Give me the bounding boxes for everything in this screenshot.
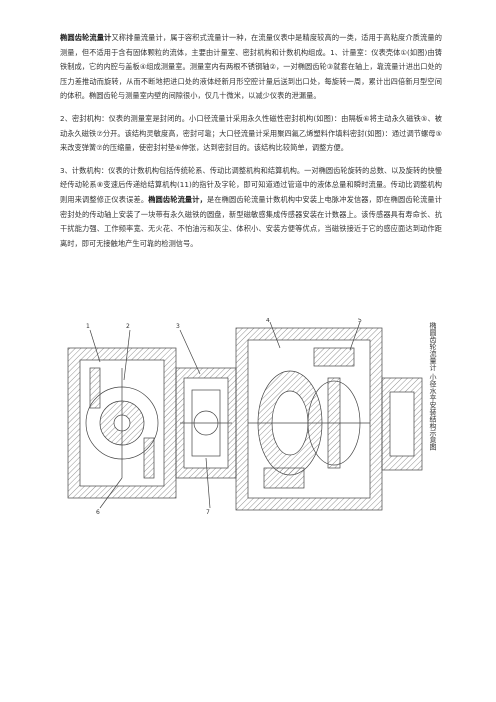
paragraph-3: 3、计数机构：仪表的计数机构包括传统轮系、传动比调整机构和结算机构。一对椭圆齿轮… [60, 164, 442, 252]
figure-label: 5 [358, 318, 362, 324]
paragraph-3-bold: 椭圆齿轮流量计， [148, 194, 207, 204]
term-lead: 椭圆齿轮流量计 [60, 33, 112, 42]
figure-label: 6 [96, 509, 100, 514]
paragraph-2-text: 2、密封机构：仪表的测量室是封闭的。小口径流量计采用永久性磁性密封机构(如图)：… [60, 113, 442, 153]
figure-label: 4 [266, 318, 270, 324]
flowmeter-cross-section-figure: 1 2 3 4 5 6 7 [67, 318, 423, 514]
paragraph-1: 椭圆齿轮流量计又称排量流量计，属于容积式流量计一种，在流量仪表中是精度较高的一类… [60, 31, 442, 104]
paragraph-2: 2、密封机构：仪表的测量室是封闭的。小口径流量计采用永久性磁性密封机构(如图)：… [60, 112, 442, 156]
figure-caption-text: 椭圆齿轮流量计 小径水平安装结构示意图 [429, 321, 437, 451]
body-text: 椭圆齿轮流量计又称排量流量计，属于容积式流量计一种，在流量仪表中是精度较高的一类… [60, 31, 442, 259]
paragraph-1-text: 又称排量流量计，属于容积式流量计一种，在流量仪表中是精度较高的一类，适用于高粘度… [60, 33, 442, 101]
paragraph-3-tail: 是在椭圆齿轮流量计数机构中安装上电脉冲发信器，即在椭圆齿轮流量计密封处的传动轴上… [60, 194, 443, 248]
paragraph-3-text: 3、计数机构：仪表的计数机构包括传统轮系、传动比调整机构和结算机构。一对椭圆齿轮… [60, 165, 442, 204]
figure-caption: 椭圆齿轮流量计 小径水平安装结构示意图 [429, 321, 437, 451]
figure-label: 3 [176, 323, 180, 330]
figure-label: 1 [86, 323, 90, 330]
figure-label: 7 [206, 509, 210, 514]
figure-label: 2 [126, 323, 130, 330]
